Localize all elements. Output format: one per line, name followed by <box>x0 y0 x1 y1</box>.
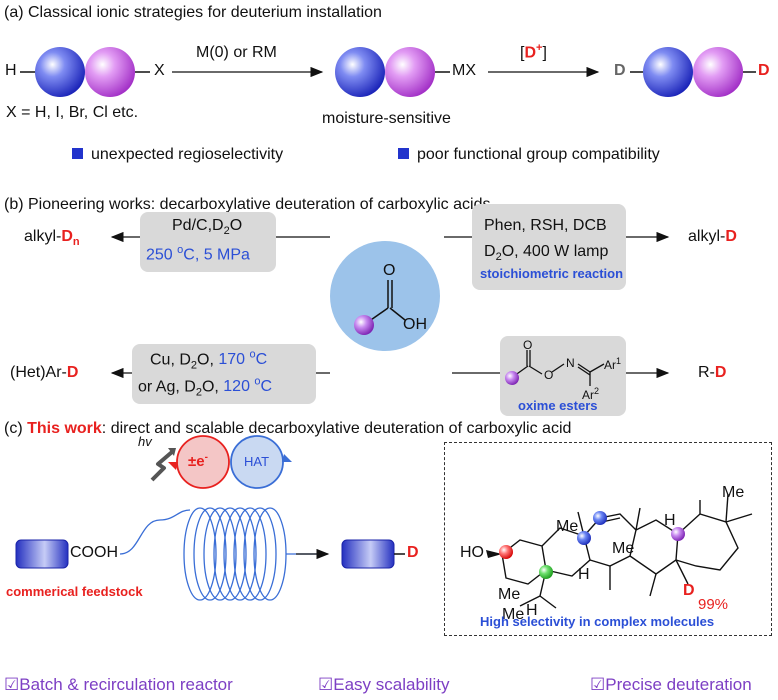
carboxylic-acid-circle <box>330 241 440 351</box>
br-ar1-label: Ar1 <box>604 356 622 372</box>
mol-me4: Me <box>612 540 635 557</box>
light-bolt-icon <box>150 448 176 482</box>
feature-scalability: ☑Easy scalability <box>318 675 450 694</box>
green-site-marker <box>539 565 553 579</box>
issue-compatibility: poor functional group compatibility <box>398 146 660 164</box>
deuterated-dumbbell <box>630 47 756 97</box>
electron-transfer-label: ±e- <box>188 452 208 470</box>
blue-site-marker-2 <box>593 511 607 525</box>
h-label: H <box>5 62 17 79</box>
purple-site-marker <box>671 527 685 541</box>
br-note: oxime esters <box>518 398 598 413</box>
tr-conditions-2: D2O, 400 W lamp <box>484 243 609 264</box>
bl-conditions-1: Cu, D2O, 170 oC <box>150 349 268 372</box>
x-label: X <box>154 62 165 79</box>
r-group-sphere <box>354 315 374 335</box>
organometallic-dumbbell <box>335 47 450 97</box>
bl-product: (Het)Ar-D <box>10 364 79 381</box>
mol-me1: Me <box>556 518 579 535</box>
oxime-ester-structure <box>505 350 605 386</box>
bullet-square-icon <box>398 148 409 159</box>
br-o2-label: O <box>544 368 554 382</box>
tr-conditions-1: Phen, RSH, DCB <box>484 217 607 234</box>
x-definition: X = H, I, Br, Cl etc. <box>6 104 139 121</box>
br-product: R-D <box>698 364 727 381</box>
blue-site-marker-1 <box>577 531 591 545</box>
mol-percent: 99% <box>698 596 729 613</box>
bullet-square-icon <box>72 148 83 159</box>
dual-catalytic-cycles <box>168 435 292 489</box>
substrate-dumbbell <box>20 47 150 97</box>
feedstock-label: commerical feedstock <box>6 584 143 599</box>
mol-me5: Me <box>722 484 745 501</box>
bl-conditions-2: or Ag, D2O, 120 oC <box>138 376 273 399</box>
mol-caption: High selectivity in complex molecules <box>480 614 715 629</box>
d-plus-reagent: [D+] <box>520 42 547 62</box>
br-n-label: N <box>566 356 575 370</box>
mol-d: D <box>683 582 695 599</box>
tl-conditions-2: 250 oC, 5 MPa <box>146 244 250 264</box>
condition-box-top-right <box>472 204 626 290</box>
mol-me3: Me <box>502 606 525 623</box>
tl-conditions-1: Pd/C,D2O <box>172 217 243 238</box>
hat-label: HAT <box>244 454 270 469</box>
panel-b-heading: (b) Pioneering works: decarboxylative de… <box>4 196 491 213</box>
mol-h1: H <box>526 602 538 619</box>
hv-label: hv <box>138 434 152 449</box>
product-d-label: D <box>407 544 419 561</box>
carbonyl-o-label: O <box>383 262 396 279</box>
reagent-label: M(0) or RM <box>196 44 277 61</box>
mol-h3: H <box>664 512 676 529</box>
oh-label: OH <box>403 316 427 333</box>
mol-me2: Me <box>498 586 521 603</box>
mol-ho: HO <box>460 544 484 561</box>
br-ar2-label: Ar2 <box>582 386 600 402</box>
mol-h2: H <box>578 566 590 583</box>
substrate-block <box>15 539 69 569</box>
panel-c-heading: (c) This work: direct and scalable decar… <box>4 420 572 437</box>
red-site-marker <box>499 545 513 559</box>
feature-batch: ☑Batch & recirculation reactor <box>4 675 233 694</box>
mx-label: MX <box>452 62 476 79</box>
panel-a-heading: (a) Classical ionic strategies for deute… <box>4 4 382 21</box>
tr-product: alkyl-D <box>688 228 737 245</box>
condition-box-bottom-left <box>132 344 316 404</box>
flow-reactor-coil <box>119 507 318 601</box>
product-block <box>341 539 395 569</box>
tr-note: stoichiometric reaction <box>480 266 624 281</box>
feature-precise: ☑Precise deuteration <box>590 675 752 694</box>
cooh-label: COOH <box>70 544 118 561</box>
example-molecule-box <box>444 442 772 636</box>
d-left-label: D <box>614 62 626 79</box>
condition-box-bottom-right <box>500 336 626 416</box>
br-o-label: O <box>523 338 533 352</box>
condition-box-top-left <box>140 212 276 272</box>
tl-product: alkyl-Dn <box>24 228 80 249</box>
d-right-label: D <box>758 62 770 79</box>
moisture-label: moisture-sensitive <box>322 110 451 127</box>
issue-regioselectivity: unexpected regioselectivity <box>72 146 283 164</box>
